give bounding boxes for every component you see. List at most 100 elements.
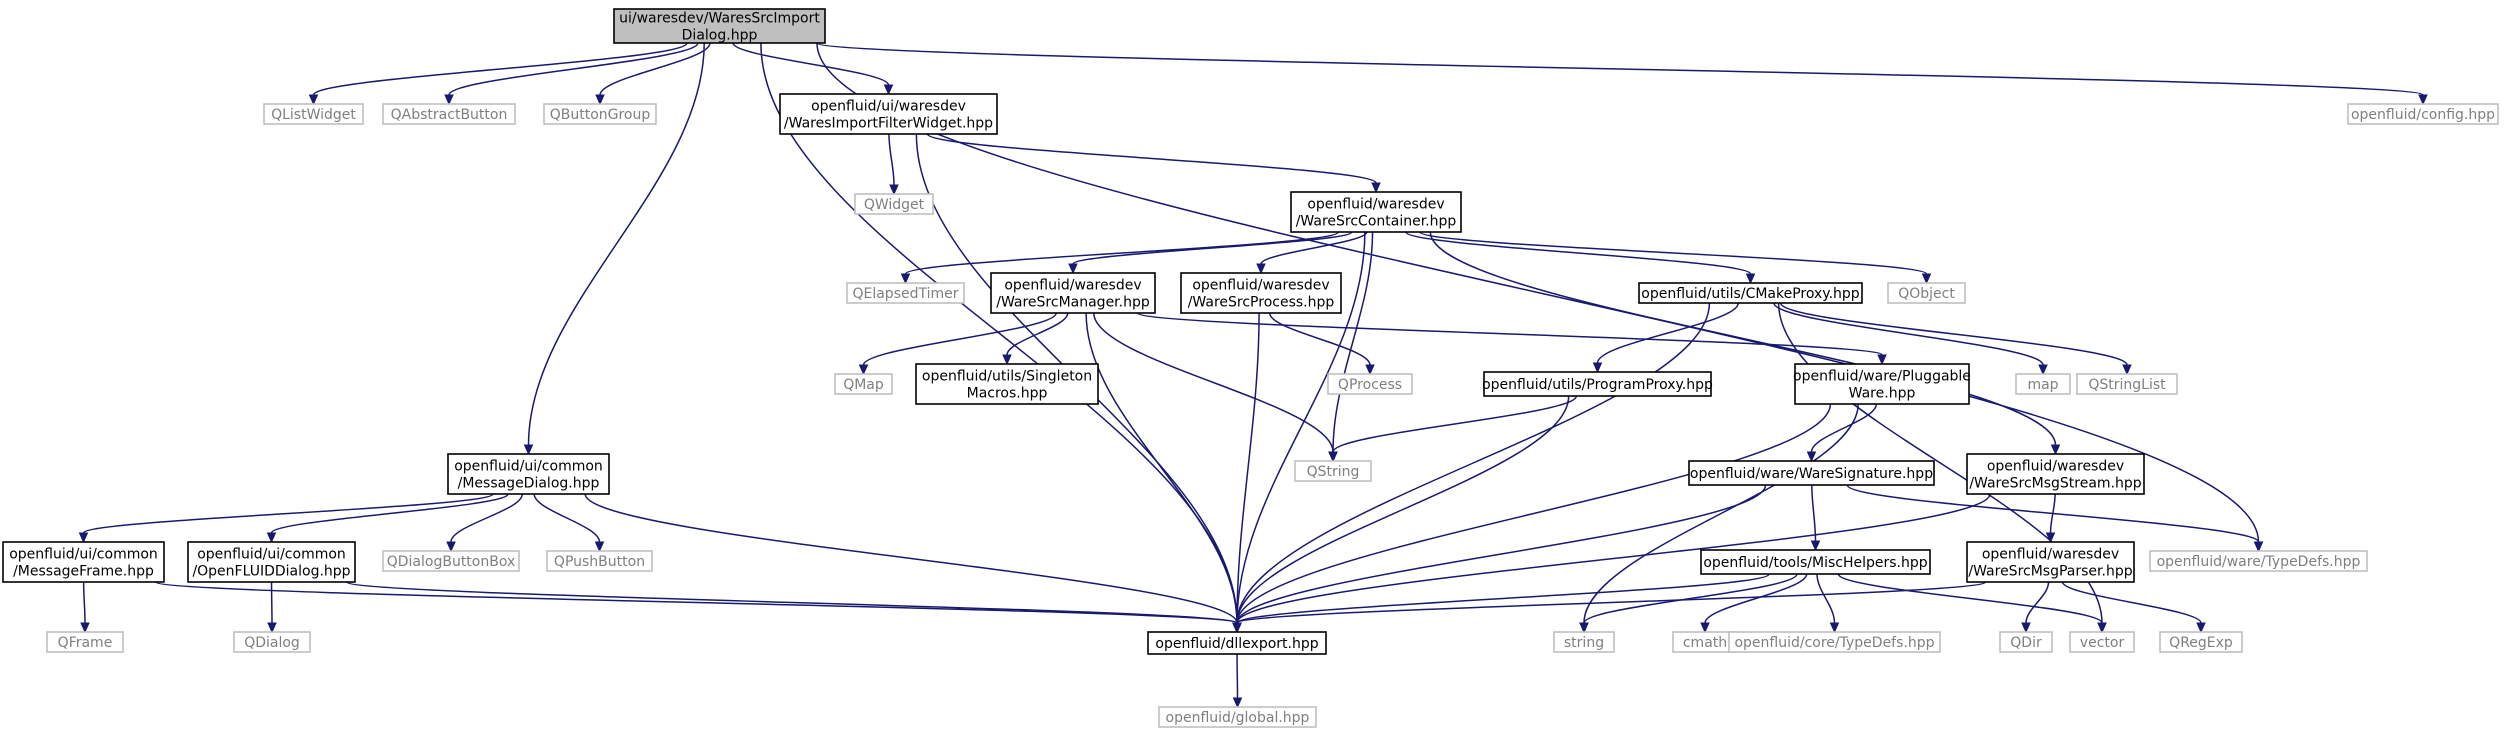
node-label: QObject: [1898, 286, 1955, 302]
node-qlistwidget[interactable]: QListWidget: [263, 103, 364, 125]
edge-arrowhead: [1810, 540, 1821, 552]
edge-messagedialog-to-qpushbutton: [533, 493, 605, 553]
edge-line: [2025, 581, 2050, 624]
node-coretypedefs[interactable]: openfluid/core/TypeDefs.hpp: [1728, 631, 1941, 653]
node-label: /WareSrcContainer.hpp: [1296, 214, 1457, 230]
node-box: [382, 550, 520, 572]
node-label: Dialog.hpp: [682, 28, 758, 44]
node-label: openfluid/ware/Pluggable: [1793, 369, 1971, 385]
edge-ofdialog-to-dllexport: [346, 581, 1242, 634]
node-label: QRegExp: [2169, 635, 2233, 651]
node-manager[interactable]: openfluid/waresdev/WareSrcManager.hpp: [990, 272, 1156, 314]
node-box: [1553, 631, 1615, 653]
node-process[interactable]: openfluid/waresdev/WareSrcProcess.hpp: [1180, 272, 1342, 314]
node-msgparser[interactable]: openfluid/waresdev/WareSrcMsgParser.hpp: [1966, 541, 2135, 583]
node-qwidget[interactable]: QWidget: [854, 193, 934, 215]
edge-manager-to-qmap: [858, 312, 1057, 376]
edge-arrowhead: [889, 184, 899, 196]
edge-mischelpers-to-string: [1579, 573, 1798, 634]
node-box: [2076, 373, 2178, 395]
edge-messageframe-to-dllexport: [155, 581, 1242, 634]
node-label: QDir: [2010, 635, 2042, 651]
node-dllexport[interactable]: openfluid/dllexport.hpp: [1147, 631, 1327, 655]
node-qstring[interactable]: QString: [1294, 460, 1372, 482]
node-label: openfluid/ui/waresdev: [811, 99, 966, 115]
node-ofdialog[interactable]: openfluid/ui/common/OpenFLUIDDialog.hpp: [187, 541, 356, 583]
edge-arrowhead: [523, 444, 534, 456]
node-qframe[interactable]: QFrame: [46, 631, 124, 653]
node-messagedialog[interactable]: openfluid/ui/common/MessageDialog.hpp: [447, 453, 610, 495]
edge-line: [1704, 573, 1808, 624]
edge-line: [1236, 302, 1711, 624]
node-qpushbutton[interactable]: QPushButton: [546, 550, 653, 572]
edge-root-to-qabstractbutton: [444, 42, 699, 106]
node-qdir[interactable]: QDir: [1999, 631, 2053, 653]
node-config[interactable]: openfluid/config.hpp: [2347, 103, 2499, 125]
edge-pluggable-to-signature: [1806, 403, 1878, 463]
edge-arrowhead: [2253, 541, 2264, 553]
node-label: QStringList: [2088, 377, 2166, 393]
node-messageframe[interactable]: openfluid/ui/common/MessageFrame.hpp: [2, 541, 165, 583]
node-mischelpers[interactable]: openfluid/tools/MiscHelpers.hpp: [1700, 549, 1931, 575]
node-waretypedefs[interactable]: openfluid/ware/TypeDefs.hpp: [2149, 550, 2368, 572]
node-qdialogbuttonbox[interactable]: QDialogButtonBox: [382, 550, 520, 572]
node-qabstractbutton[interactable]: QAbstractButton: [382, 103, 516, 125]
node-qobject[interactable]: QObject: [1887, 282, 1966, 304]
node-map[interactable]: map: [2015, 373, 2071, 395]
node-string[interactable]: string: [1553, 631, 1615, 653]
node-box: [2347, 103, 2499, 125]
node-box: [2069, 631, 2135, 653]
node-programproxy[interactable]: openfluid/utils/ProgramProxy.hpp: [1482, 371, 1713, 397]
node-box: [1158, 706, 1317, 728]
node-label: QDialogButtonBox: [387, 554, 516, 570]
node-label: QWidget: [864, 197, 925, 213]
node-qprocess[interactable]: QProcess: [1327, 373, 1413, 395]
edge-arrowhead: [78, 532, 89, 544]
node-box: [46, 631, 124, 653]
edge-mischelpers-to-coretypedefs: [1816, 573, 1840, 634]
edge-filterwidget-to-qwidget: [888, 133, 899, 196]
node-box: [1999, 631, 2053, 653]
edge-line: [1268, 312, 1371, 366]
node-box: [1147, 631, 1327, 655]
edge-line: [1236, 312, 1260, 624]
node-label: QButtonGroup: [550, 107, 651, 123]
edge-arrowhead: [1806, 451, 1817, 463]
node-signature[interactable]: openfluid/ware/WareSignature.hpp: [1688, 460, 1935, 486]
edge-line: [1236, 573, 1770, 624]
node-cmakeproxy[interactable]: openfluid/utils/CMakeProxy.hpp: [1638, 282, 1863, 304]
node-label: openfluid/waresdev: [1004, 278, 1141, 294]
node-label: openfluid/ware/TypeDefs.hpp: [2157, 554, 2361, 570]
node-filterwidget[interactable]: openfluid/ui/waresdev/WaresImportFilterW…: [779, 93, 998, 135]
edge-line: [82, 493, 494, 534]
node-qmap[interactable]: QMap: [834, 373, 893, 395]
node-msgstream[interactable]: openfluid/waresdev/WareSrcMsgStream.hpp: [1966, 453, 2145, 495]
edge-line: [1072, 231, 1353, 265]
node-global[interactable]: openfluid/global.hpp: [1158, 706, 1317, 728]
edge-line: [1837, 573, 2103, 624]
edge-arrowhead: [1829, 622, 1840, 634]
node-vector[interactable]: vector: [2069, 631, 2135, 653]
node-container[interactable]: openfluid/waresdev/WareSrcContainer.hpp: [1290, 191, 1462, 233]
node-cmath[interactable]: cmath: [1672, 631, 1738, 653]
node-qelapsedtimer[interactable]: QElapsedTimer: [846, 282, 965, 304]
edge-line: [533, 493, 601, 543]
edge-messageframe-to-qframe: [80, 581, 90, 634]
edge-line: [1810, 403, 1878, 453]
node-box: [1638, 282, 1863, 304]
edge-dllexport-to-global: [1232, 653, 1243, 709]
node-label: openfluid/config.hpp: [2351, 107, 2495, 123]
node-qdialog[interactable]: QDialog: [233, 631, 311, 653]
node-box: [1180, 272, 1342, 314]
node-label: /WaresImportFilterWidget.hpp: [784, 116, 993, 132]
node-qregexp[interactable]: QRegExp: [2159, 631, 2243, 653]
node-box: [2, 541, 165, 583]
node-box: [543, 103, 657, 125]
node-qbuttongroup[interactable]: QButtonGroup: [543, 103, 657, 125]
edge-line: [1816, 573, 1836, 624]
node-qstringlist[interactable]: QStringList: [2076, 373, 2178, 395]
edge-signature-to-dllexport: [1232, 484, 1767, 634]
